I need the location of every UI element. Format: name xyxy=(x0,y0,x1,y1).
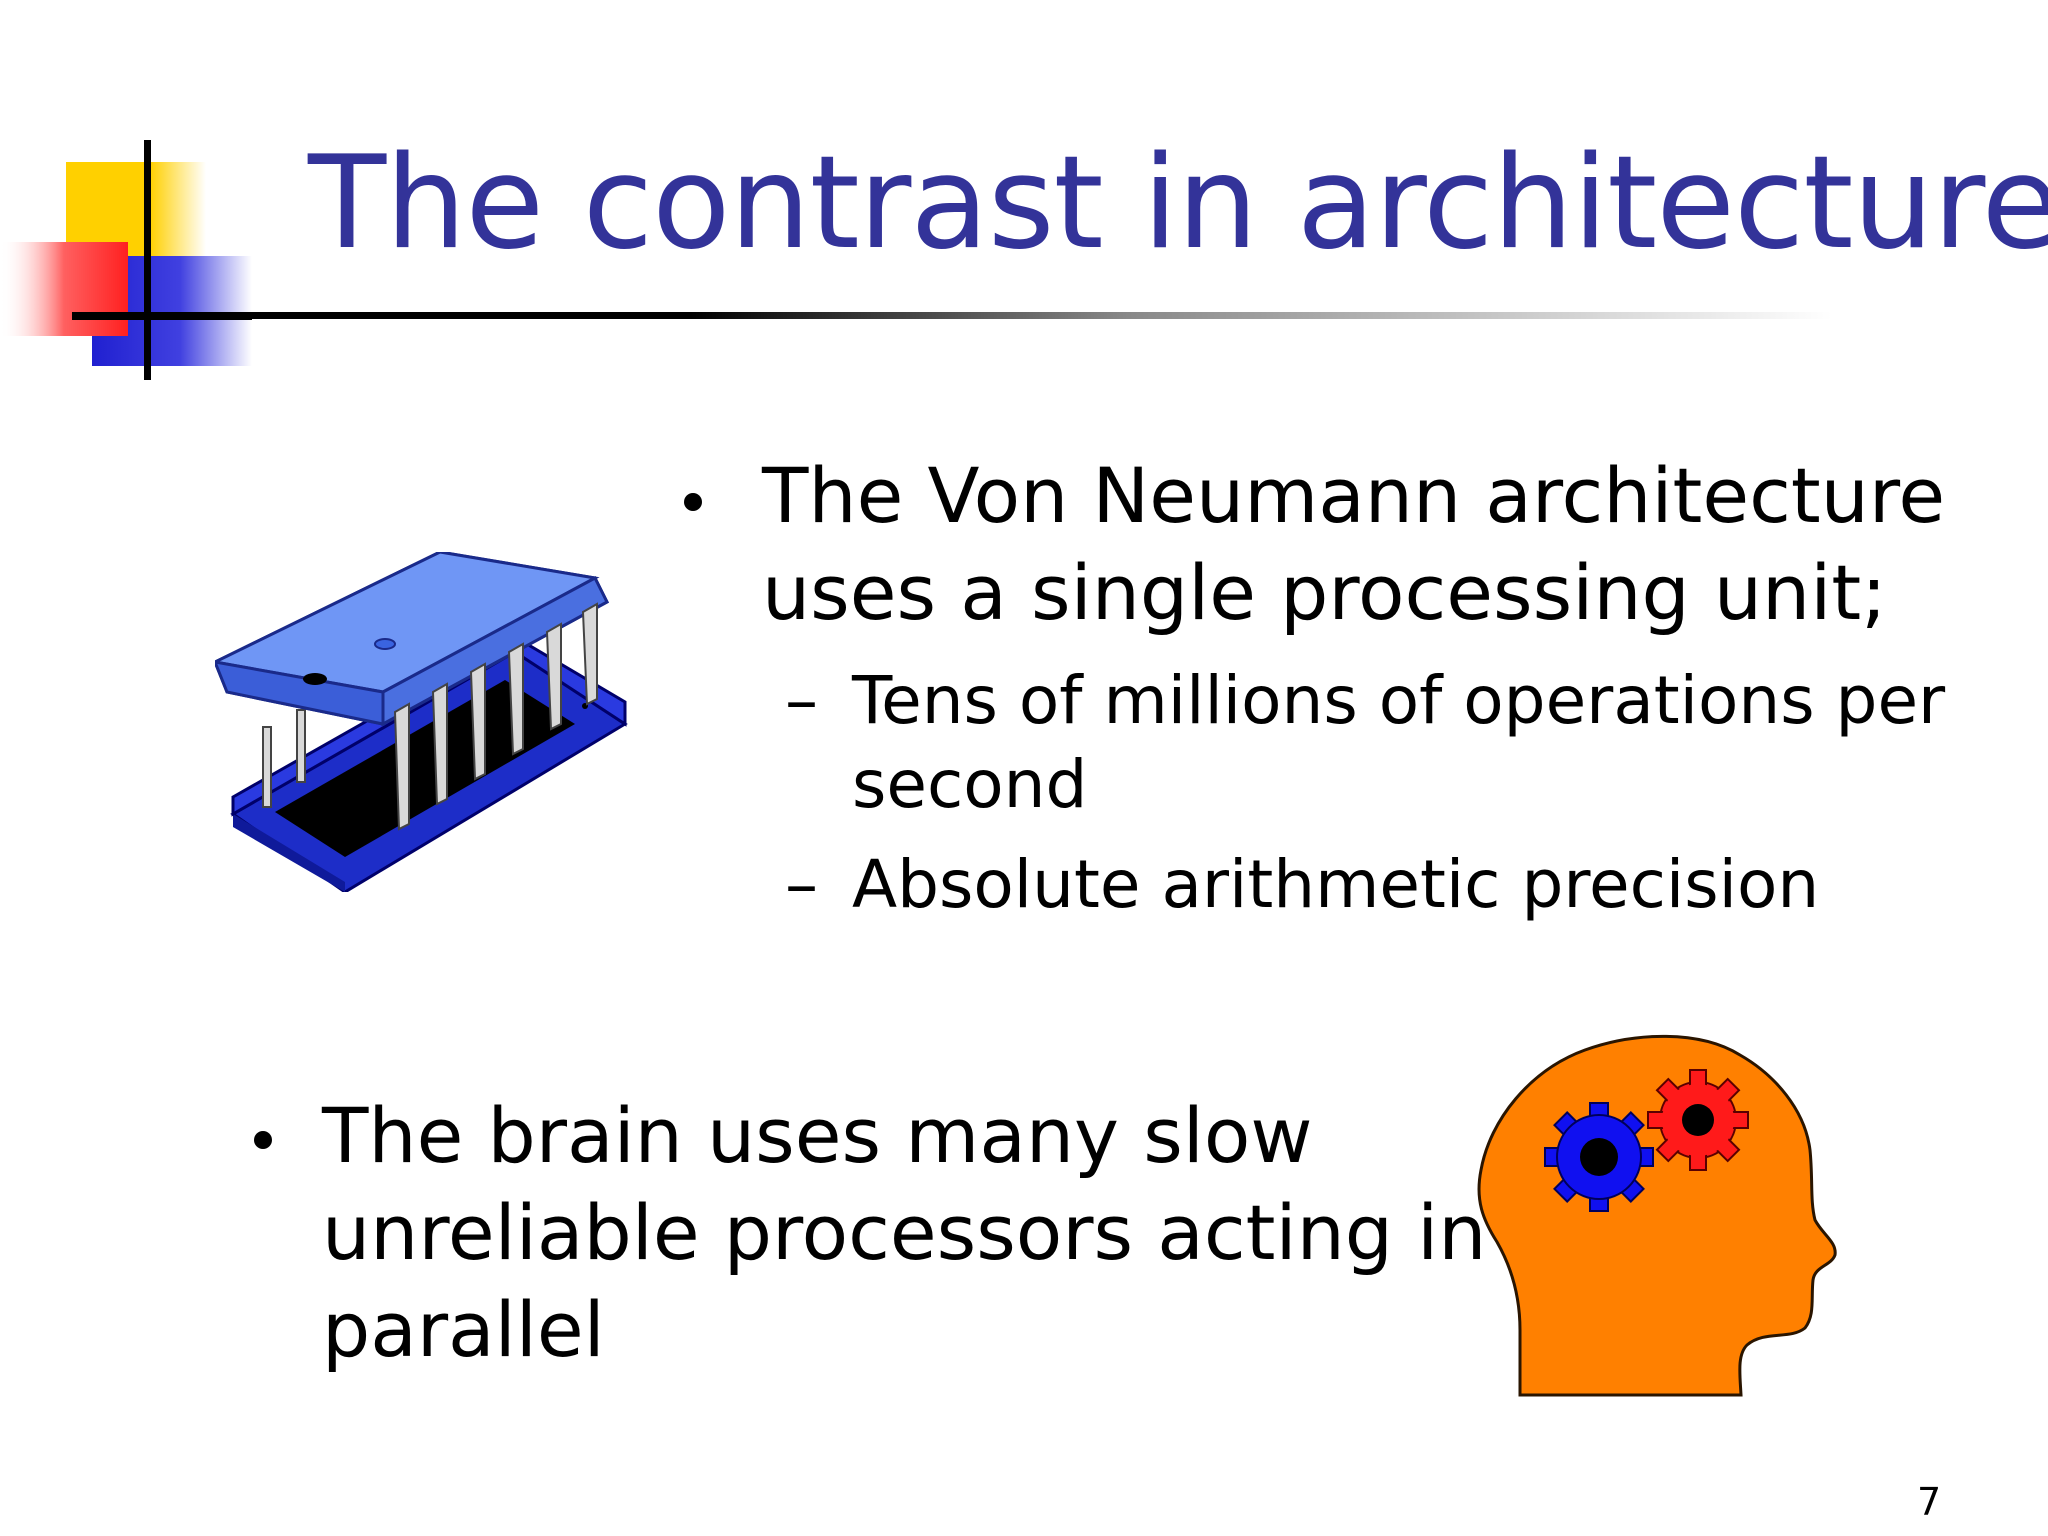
bullet-2-line-2: unreliable processors acting in xyxy=(322,1188,1487,1277)
bullet-dot xyxy=(684,493,702,511)
bullet-2-line-3: parallel xyxy=(322,1285,605,1374)
slide-title: The contrast in architecture xyxy=(308,129,2048,278)
bullet-2-line-1: The brain uses many slow xyxy=(322,1091,1313,1180)
title-decoration xyxy=(0,140,252,380)
bullet-dot xyxy=(254,1131,272,1149)
sub-bullet-2-line-1: Absolute arithmetic precision xyxy=(852,846,1820,923)
microchip-icon xyxy=(215,552,628,892)
sub-bullet-1-line-1: Tens of millions of operations per xyxy=(852,662,1946,739)
page-number: 7 xyxy=(1917,1480,1942,1524)
title-underline xyxy=(72,312,1832,319)
bullet-1-line-2: uses a single processing unit; xyxy=(762,548,1887,637)
bullet-1-line-1: The Von Neumann architecture xyxy=(762,451,1946,540)
red-gear-icon xyxy=(1647,1069,1749,1171)
sub-bullet-dash: – xyxy=(785,846,818,923)
sub-bullet-1-line-2: second xyxy=(852,746,1088,823)
head-with-gears-icon xyxy=(1477,1034,1837,1397)
sub-bullet-dash: – xyxy=(785,662,818,739)
blue-gear-icon xyxy=(1544,1102,1654,1212)
